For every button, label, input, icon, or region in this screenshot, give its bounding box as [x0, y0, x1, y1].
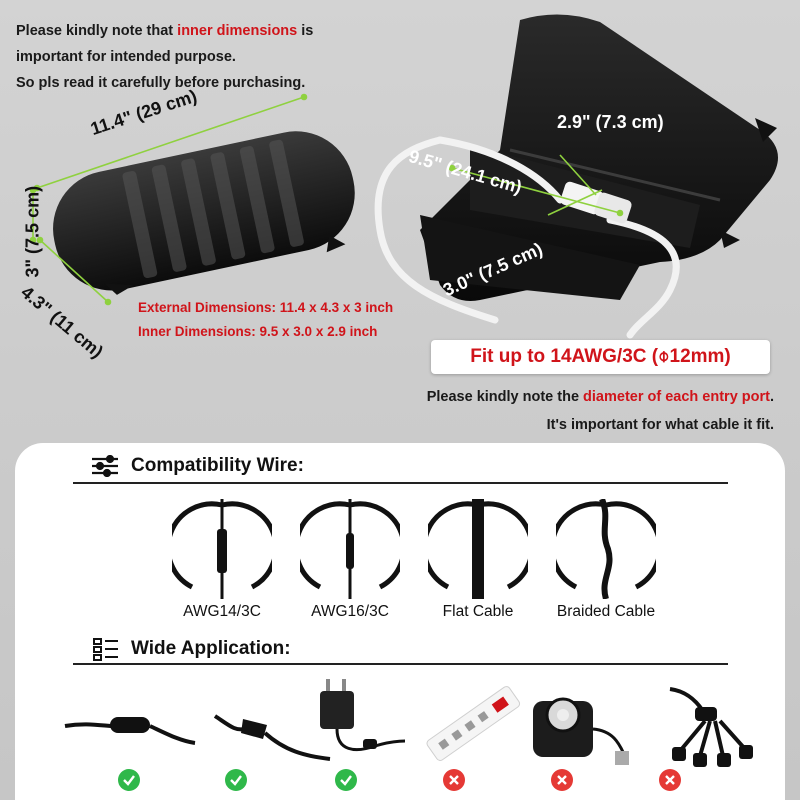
compatibility-divider	[73, 482, 728, 484]
power-strip-icon	[426, 686, 521, 761]
sliders-icon	[92, 455, 118, 477]
port-note-text: Please kindly note the	[426, 389, 584, 405]
width-dimension-line	[39, 239, 109, 303]
port-note-highlight: diameter of each entry port	[583, 389, 770, 405]
power-adapter-icon	[320, 679, 406, 751]
top-note: Please kindly note that inner dimensions…	[16, 18, 313, 96]
application-divider	[73, 663, 728, 665]
wire-flat-icon	[428, 499, 528, 599]
height-label: 3" (7.5 cm)	[22, 185, 43, 278]
inline-cord-connector-icon	[64, 717, 196, 745]
fit-badge: Fit up to 14AWG/3C (⌽12mm)	[431, 340, 770, 374]
wire-label: AWG16/3C	[311, 603, 389, 620]
wire-label: Braided Cable	[556, 603, 656, 620]
wire-label: AWG14/3C	[183, 603, 261, 620]
top-note-highlight: inner dimensions	[177, 23, 298, 39]
dimension-summary: External Dimensions: 11.4 x 4.3 x 3 inch…	[138, 296, 393, 344]
application-title: Wide Application:	[131, 638, 291, 659]
inner-width-label: 2.9" (7.3 cm)	[557, 112, 664, 132]
top-note-line2: important for intended purpose.	[16, 49, 236, 65]
top-note-line3: So pls read it carefully before purchasi…	[16, 75, 306, 91]
wire-awg16-icon	[300, 499, 400, 599]
wire-braided-icon	[556, 499, 656, 599]
compatibility-header: Compatibility Wire:	[91, 455, 304, 477]
splitter-cord-icon	[669, 687, 753, 767]
inner-dimensions: Inner Dimensions: 9.5 x 3.0 x 2.9 inch	[138, 324, 378, 339]
product-illustration	[29, 14, 778, 339]
plug-cord-icon	[213, 714, 331, 761]
port-note-line2: It's important for what cable it fit.	[546, 417, 774, 433]
open-box	[374, 14, 778, 339]
timer-outlet-icon	[533, 697, 629, 765]
length-dimension-line	[36, 96, 305, 189]
list-grid-icon	[93, 638, 118, 661]
compatible-check-icon	[335, 769, 357, 791]
top-note-text: Please kindly note that	[16, 23, 178, 39]
compatibility-title: Compatibility Wire:	[131, 455, 304, 476]
compatible-check-icon	[225, 769, 247, 791]
incompatible-cross-icon	[551, 769, 573, 791]
info-panel: Compatibility Wire: AWG14	[15, 443, 785, 800]
wire-label: Flat Cable	[442, 603, 514, 620]
wire-awg14-icon	[172, 499, 272, 599]
port-note-text: .	[769, 389, 774, 405]
application-products	[64, 679, 753, 767]
incompatible-cross-icon	[443, 769, 465, 791]
port-note: Please kindly note the diameter of each …	[427, 383, 774, 439]
external-dimensions: External Dimensions: 11.4 x 4.3 x 3 inch	[138, 300, 394, 315]
closed-box	[53, 131, 355, 295]
application-header: Wide Application:	[93, 637, 291, 661]
top-note-text: is	[297, 23, 314, 39]
wire-row: AWG14/3C AWG16/3C Flat Cable Braided Cab…	[160, 499, 680, 620]
incompatible-cross-icon	[659, 769, 681, 791]
compatible-check-icon	[118, 769, 140, 791]
